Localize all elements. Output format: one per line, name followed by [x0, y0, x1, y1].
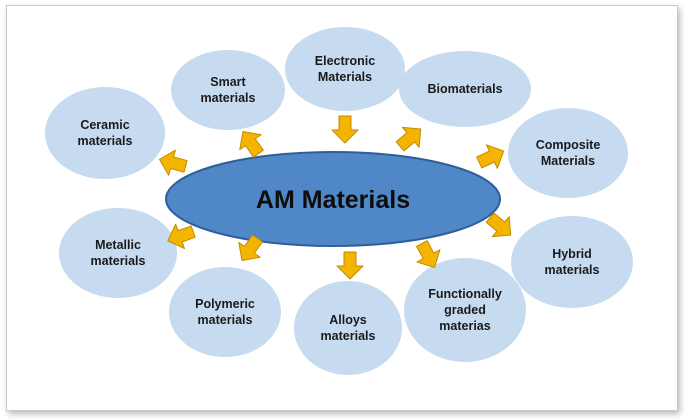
- bubble-electronic-shape: [285, 27, 405, 111]
- bubble-biomaterials-label-line: Biomaterials: [427, 82, 502, 96]
- bubble-alloys-shape: [294, 281, 402, 375]
- arrow-to-hybrid: [485, 212, 512, 238]
- hub-am-materials: AM Materials: [165, 151, 501, 247]
- bubble-hybrid: Hybrid materials: [511, 216, 633, 308]
- hub-shape: [165, 151, 501, 247]
- bubble-ceramic-label-line: materials: [78, 134, 133, 148]
- bubble-metallic-shape: [59, 208, 177, 298]
- bubble-metallic: Metallic materials: [59, 208, 177, 298]
- bubble-electronic-label-line: Materials: [318, 70, 372, 84]
- bubble-biomaterials-shape: [399, 51, 531, 127]
- arrow-to-metallic: [167, 223, 196, 250]
- arrow-to-composite: [476, 144, 505, 169]
- bubble-composite-shape: [508, 108, 628, 198]
- bubble-alloys: Alloys materials: [294, 281, 402, 375]
- bubble-alloys-label-line: materials: [321, 329, 376, 343]
- arrow-to-polymeric: [238, 234, 263, 261]
- bubble-smart-label-line: materials: [201, 91, 256, 105]
- bubble-biomaterials: Biomaterials: [399, 51, 531, 127]
- bubble-electronic-label-line: Electronic: [315, 54, 375, 68]
- bubble-hybrid-label-line: Hybrid: [552, 247, 592, 261]
- bubble-composite-label-line: Composite: [536, 138, 601, 152]
- bubble-metallic-label-line: Metallic: [95, 238, 141, 252]
- bubble-polymeric-shape: [169, 267, 281, 357]
- arrow-to-alloys: [336, 251, 364, 280]
- bubble-functionally-graded-label-line: Functionally: [428, 287, 502, 301]
- arrow-to-smart: [239, 131, 264, 158]
- hub-label: AM Materials: [256, 186, 410, 214]
- bubble-ceramic-shape: [45, 87, 165, 179]
- bubble-ceramic: Ceramic materials: [45, 87, 165, 179]
- bubble-hybrid-shape: [511, 216, 633, 308]
- bubble-functionally-graded-label-line: materias: [439, 319, 490, 333]
- arrow-to-functionally-graded: [416, 240, 441, 268]
- bubble-functionally-graded-shape: [404, 258, 526, 362]
- bubble-polymeric-label-line: materials: [198, 313, 253, 327]
- bubble-composite-label-line: Materials: [541, 154, 595, 168]
- arrow-to-ceramic: [158, 149, 188, 176]
- bubble-smart-shape: [171, 50, 285, 130]
- bubble-functionally-graded-label-line: graded: [444, 303, 486, 317]
- bubble-hybrid-label-line: materials: [545, 263, 600, 277]
- bubble-polymeric-label-line: Polymeric: [195, 297, 255, 311]
- bubble-functionally-graded: Functionally graded materias: [404, 258, 526, 362]
- arrow-to-electronic: [331, 115, 359, 144]
- bubble-ceramic-label-line: Ceramic: [80, 118, 129, 132]
- bubble-smart: Smart materials: [171, 50, 285, 130]
- bubble-smart-label-line: Smart: [210, 75, 246, 89]
- arrow-to-biomaterials: [395, 126, 422, 152]
- bubble-polymeric: Polymeric materials: [169, 267, 281, 357]
- bubble-alloys-label-line: Alloys: [329, 313, 367, 327]
- bubble-metallic-label-line: materials: [91, 254, 146, 268]
